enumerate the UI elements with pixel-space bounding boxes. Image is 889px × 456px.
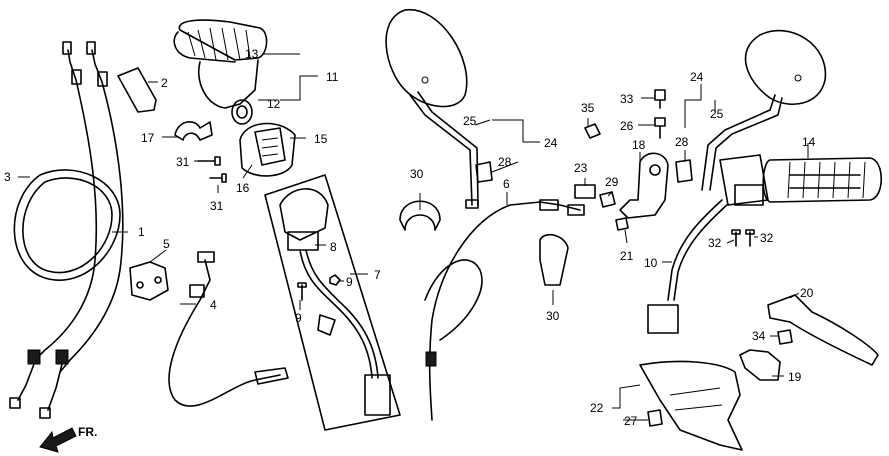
label-4: 4 (210, 298, 217, 312)
label-7: 7 (374, 268, 381, 282)
bolt-35 (584, 123, 601, 139)
part-5-bracket (129, 261, 169, 301)
label-19: 19 (788, 370, 802, 384)
part-7-group-outline (264, 174, 401, 431)
part-4-choke-cable (168, 251, 289, 407)
part-27-screw (647, 409, 663, 427)
label-15: 15 (314, 132, 328, 146)
part-21-screw (615, 217, 629, 231)
part-15-switch-housing (239, 122, 296, 177)
part-30-band-right (539, 233, 569, 286)
label-25a: 25 (463, 114, 477, 128)
part-20-lever (767, 294, 879, 366)
label-3: 3 (4, 170, 11, 184)
label-9a: 9 (346, 275, 353, 289)
part-10-connector (647, 304, 679, 334)
label-24b: 24 (690, 70, 704, 84)
label-5: 5 (163, 237, 170, 251)
left-mirror (385, 9, 493, 209)
label-2: 2 (161, 76, 168, 90)
front-direction-indicator: FR. (39, 425, 97, 453)
label-32a: 32 (708, 236, 722, 250)
label-17: 17 (141, 131, 155, 145)
label-13: 13 (245, 47, 259, 61)
label-18: 18 (632, 138, 646, 152)
label-16: 16 (236, 181, 250, 195)
part-10-harness (667, 199, 729, 301)
part-23-switch (574, 184, 596, 199)
bolt-33 (654, 89, 666, 109)
label-30b: 30 (546, 309, 560, 323)
part-28-nut-right (675, 159, 693, 183)
label-33: 33 (620, 92, 634, 106)
label-34: 34 (752, 329, 766, 343)
label-11: 11 (326, 70, 339, 84)
part-17-clamp (174, 121, 213, 141)
label-35: 35 (581, 101, 595, 115)
label-12: 12 (267, 97, 281, 111)
label-28a: 28 (498, 155, 512, 169)
screw-9-lower (297, 282, 307, 301)
label-27: 27 (624, 414, 638, 428)
part-19-cover (739, 349, 781, 381)
bolt-26 (654, 117, 666, 139)
part-22-hand-guard (639, 360, 743, 451)
label-23: 23 (574, 161, 588, 175)
front-direction-label: FR. (78, 425, 97, 439)
screw-32a (731, 229, 741, 247)
part-8-switch-harness (279, 188, 391, 416)
right-mirror (701, 29, 827, 191)
label-24a: 24 (544, 136, 558, 150)
label-6: 6 (503, 177, 510, 191)
label-31b: 31 (210, 199, 224, 213)
part-6-clutch-cable (424, 199, 585, 421)
part-labels: 1 2 3 4 5 6 7 8 9 9 10 11 12 13 14 15 16… (4, 47, 816, 428)
label-22: 22 (590, 401, 604, 415)
front-arrow-icon (39, 427, 77, 453)
part-30-band-left (399, 200, 441, 231)
label-28b: 28 (675, 135, 689, 149)
label-26: 26 (620, 119, 634, 133)
throttle-grip (173, 19, 268, 125)
label-21: 21 (620, 249, 634, 263)
part-2-throttle-cover (117, 67, 157, 113)
screw-32b (745, 229, 755, 247)
leader-lines (18, 53, 809, 421)
part-34-nut (777, 329, 793, 345)
label-32b: 32 (760, 231, 774, 245)
label-14: 14 (802, 135, 816, 149)
label-31a: 31 (176, 155, 190, 169)
part-29-switch (599, 191, 616, 208)
label-9b: 9 (295, 311, 302, 325)
part-18-lever-holder (619, 152, 669, 219)
label-20: 20 (800, 286, 814, 300)
label-30a: 30 (410, 167, 424, 181)
label-25b: 25 (710, 107, 724, 121)
part-14-right-grip (719, 154, 882, 206)
label-8: 8 (330, 240, 337, 254)
screw-9-upper (329, 274, 341, 286)
screws-31 (197, 156, 227, 183)
throttle-cables (9, 41, 124, 419)
label-29: 29 (605, 175, 619, 189)
label-10: 10 (644, 256, 658, 270)
label-1: 1 (138, 225, 145, 239)
